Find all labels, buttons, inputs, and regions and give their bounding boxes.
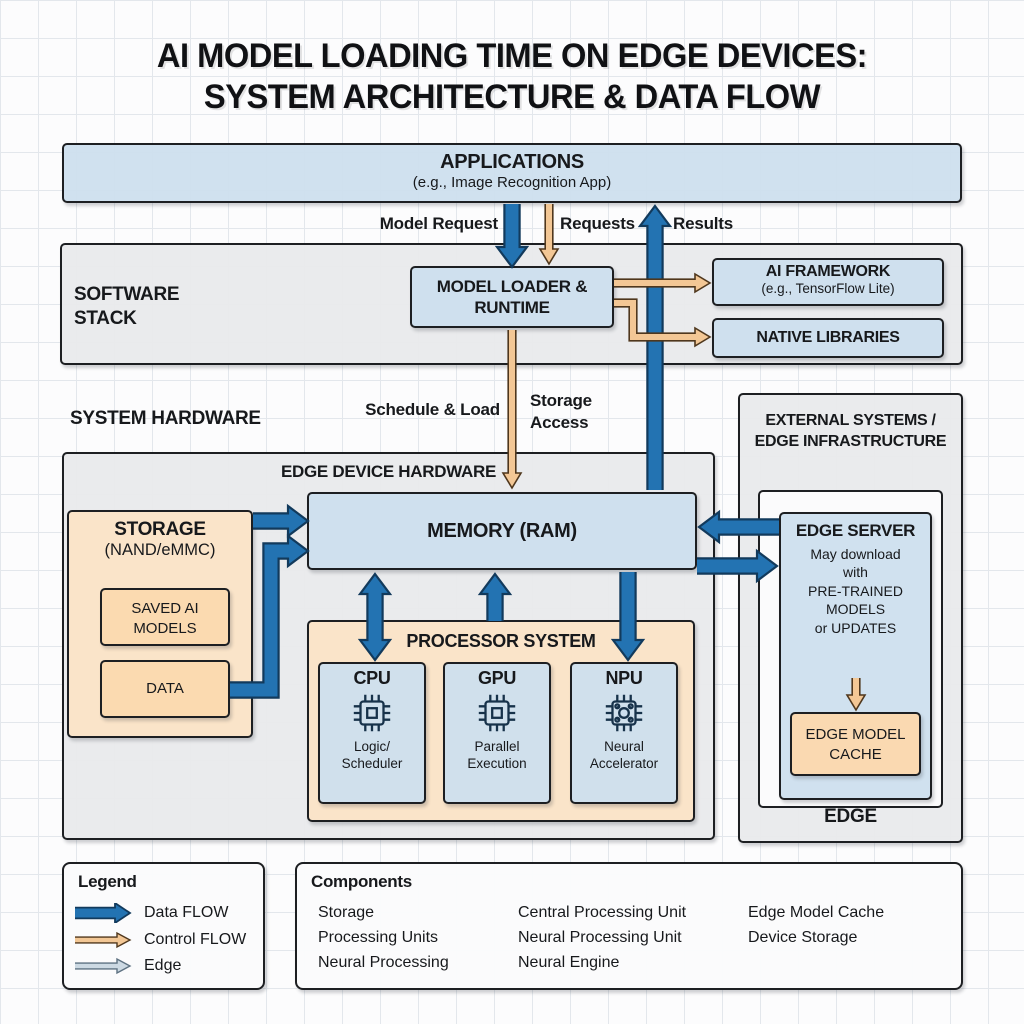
legend-label: Edge	[144, 957, 182, 974]
diagram-title: AI MODEL LOADING TIME ON EDGE DEVICES: S…	[156, 37, 868, 117]
schedule-load-label: Schedule & Load	[365, 400, 500, 419]
cpu-desc: Logic/ Scheduler	[341, 739, 403, 771]
data-box: DATA	[100, 660, 230, 718]
ai-framework-subtitle: (e.g., TensorFlow Lite)	[761, 281, 895, 296]
component-item: Processing Units	[318, 929, 439, 946]
cpu-name: CPU	[353, 668, 391, 688]
requests-label: Requests	[560, 214, 635, 233]
component-item: Storage	[318, 904, 375, 921]
edge-server-title: EDGE SERVER	[795, 521, 916, 540]
legend-item-data-flow: Data FLOW	[72, 902, 228, 924]
control-flow-arrow-icon	[75, 931, 132, 949]
gpu-name: GPU	[477, 668, 517, 688]
software-stack-label: SOFTWARE STACK	[74, 284, 180, 329]
model-loader-box: MODEL LOADER & RUNTIME	[410, 266, 614, 328]
legend-item-edge: Edge	[72, 955, 181, 977]
component-item: Edge Model Cache	[748, 904, 885, 921]
npu-desc: Neural Accelerator	[589, 739, 659, 771]
component-item: Device Storage	[748, 929, 858, 946]
legend-item-control-flow: Control FLOW	[72, 929, 246, 951]
component-item: Neural Processing	[318, 954, 449, 971]
applications-box: APPLICATIONS (e.g., Image Recognition Ap…	[62, 143, 962, 203]
legend-title: Legend	[78, 872, 137, 891]
storage-title: STORAGE	[114, 519, 206, 540]
applications-title: APPLICATIONS	[440, 151, 584, 173]
gpu-desc: Parallel Execution	[467, 739, 527, 771]
ai-framework-title: AI FRAMEWORK	[765, 263, 891, 280]
component-item: Neural Processing Unit	[518, 929, 682, 946]
model-request-label: Model Request	[379, 214, 499, 233]
legend-label: Data FLOW	[144, 904, 229, 921]
data-flow-arrow-icon	[75, 903, 132, 923]
edge-device-hardware-title: EDGE DEVICE HARDWARE	[280, 462, 497, 481]
npu-box: NPU Neural Accelerator	[570, 662, 678, 804]
components-title: Components	[311, 872, 412, 891]
cpu-box: CPU Logic/ Scheduler	[318, 662, 426, 804]
cpu-chip-icon	[353, 694, 391, 732]
gpu-box: GPU Parallel Execution	[443, 662, 551, 804]
legend-label: Control FLOW	[144, 931, 247, 948]
ai-framework-box: AI FRAMEWORK (e.g., TensorFlow Lite)	[712, 258, 944, 306]
edge-footer-label: EDGE	[824, 806, 877, 827]
component-item: Neural Engine	[518, 954, 620, 971]
saved-ai-models-box: SAVED AI MODELS	[100, 588, 230, 646]
applications-subtitle: (e.g., Image Recognition App)	[412, 174, 612, 191]
memory-box: MEMORY (RAM)	[307, 492, 697, 570]
components-column-2: Central Processing Unit Neural Processin…	[518, 900, 686, 975]
storage-subtitle: (NAND/eMMC)	[104, 541, 216, 559]
npu-chip-icon	[605, 694, 643, 732]
edge-server-body: May download with PRE-TRAINED MODELS or …	[808, 546, 903, 636]
native-libraries-box: NATIVE LIBRARIES	[712, 318, 944, 358]
edge-arrow-icon	[75, 957, 132, 975]
storage-access-label: Storage Access	[530, 391, 592, 433]
component-item: Central Processing Unit	[518, 904, 687, 921]
external-systems-title: EXTERNAL SYSTEMS / EDGE INFRASTRUCTURE	[754, 412, 947, 450]
components-column-1: Storage Processing Units Neural Processi…	[318, 900, 449, 975]
system-hardware-label: SYSTEM HARDWARE	[70, 408, 261, 429]
processor-system-title: PROCESSOR SYSTEM	[406, 631, 596, 651]
components-column-3: Edge Model Cache Device Storage	[748, 900, 884, 950]
components-box: Components	[295, 862, 963, 990]
npu-name: NPU	[605, 668, 643, 688]
results-label: Results	[673, 214, 734, 233]
gpu-chip-icon	[478, 694, 516, 732]
edge-model-cache-box: EDGE MODEL CACHE	[790, 712, 921, 776]
